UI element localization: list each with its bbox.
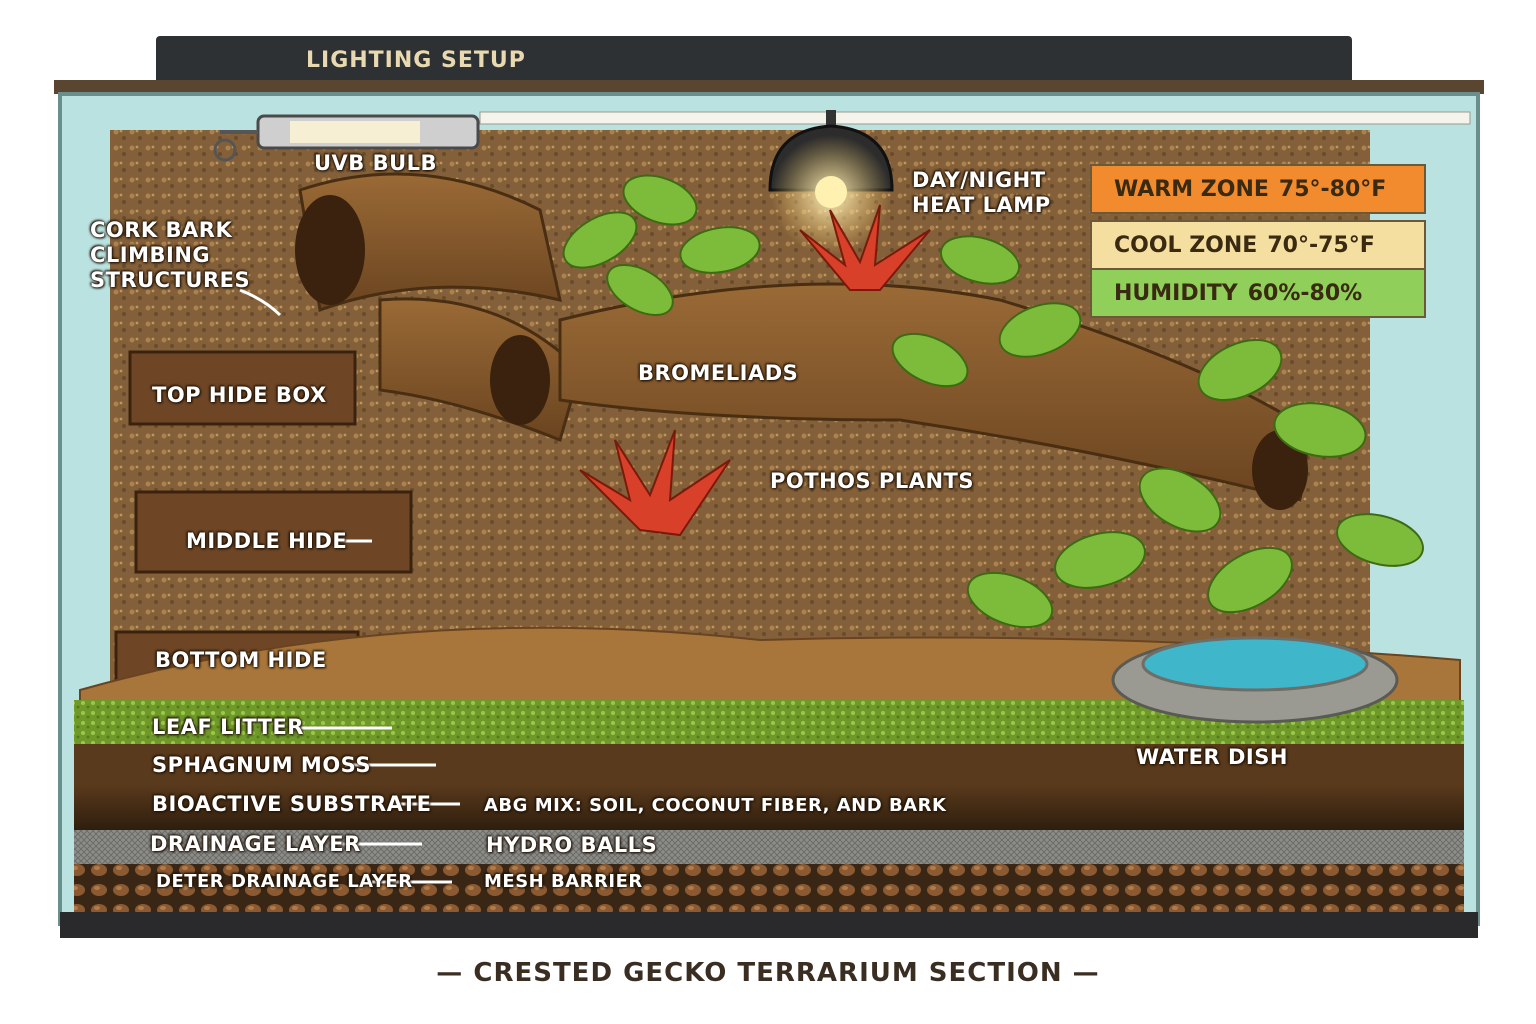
caption-dash-left: — [436, 958, 474, 988]
warm-zone-panel: WARM ZONE 75°-80°F [1090, 164, 1426, 214]
bromeliads [579, 204, 931, 537]
diagram-caption: — CRESTED GECKO TERRARIUM SECTION — [0, 958, 1536, 988]
pothos-plants [562, 174, 1424, 629]
humidity-label: HUMIDITY [1114, 280, 1238, 306]
middle-hide-label: MIDDLE HIDE [186, 529, 348, 553]
cool-zone-panel: COOL ZONE 70°-75°F [1090, 220, 1426, 270]
heat-lamp-label: DAY/NIGHT HEAT LAMP [912, 168, 1051, 218]
water-dish [1111, 636, 1399, 724]
layer-label-drainage: DRAINAGE LAYER [150, 832, 361, 856]
label-arrows [239, 288, 460, 884]
lighting-hood [156, 36, 1352, 86]
water-dish-label: WATER DISH [1136, 745, 1288, 769]
layer-drainage [74, 830, 1464, 864]
humidity-panel: HUMIDITY 60%-80% [1090, 268, 1426, 318]
bromeliads-label: BROMELIADS [638, 361, 799, 385]
cork-bark-label: CORK BARK CLIMBING STRUCTURES [90, 218, 251, 293]
cool-zone-value: 70°-75°F [1267, 232, 1375, 258]
heat-lamp-fixture [768, 110, 894, 255]
caption-dash-right: — [1062, 958, 1100, 988]
drainage-detail: HYDRO BALLS [486, 833, 658, 857]
uvb-bulb-label: UVB BULB [314, 151, 438, 175]
layer-label-leaf-litter: LEAF LITTER [152, 715, 304, 739]
caption-title: CRESTED GECKO TERRARIUM SECTION [473, 958, 1063, 988]
bioactive-detail: ABG MIX: SOIL, COCONUT FIBER, AND BARK [484, 795, 947, 816]
layer-deter-drainage [74, 864, 1464, 912]
warm-zone-value: 75°-80°F [1278, 176, 1387, 202]
top-hide-label: TOP HIDE BOX [152, 383, 327, 407]
layer-bioactive-substrate [74, 784, 1464, 830]
lighting-setup-label: LIGHTING SETUP [306, 48, 526, 73]
tank-top-frame [54, 80, 1484, 94]
tank-base [60, 912, 1478, 938]
humidity-value: 60%-80% [1247, 280, 1363, 306]
layer-label-bioactive: BIOACTIVE SUBSTRATE [152, 792, 432, 816]
pothos-label: POTHOS PLANTS [770, 469, 974, 493]
layer-label-deter-drainage: DETER DRAINAGE LAYER [156, 871, 413, 892]
cool-zone-label: COOL ZONE [1114, 232, 1258, 258]
layer-sphagnum-moss [74, 744, 1464, 784]
bottom-hide-label: BOTTOM HIDE [155, 648, 327, 672]
uvb-bulb-fixture [213, 114, 480, 162]
light-strip [479, 111, 1471, 125]
deter-drainage-detail: MESH BARRIER [484, 871, 643, 892]
layer-label-sphagnum: SPHAGNUM MOSS [152, 753, 371, 777]
warm-zone-label: WARM ZONE [1114, 176, 1269, 202]
